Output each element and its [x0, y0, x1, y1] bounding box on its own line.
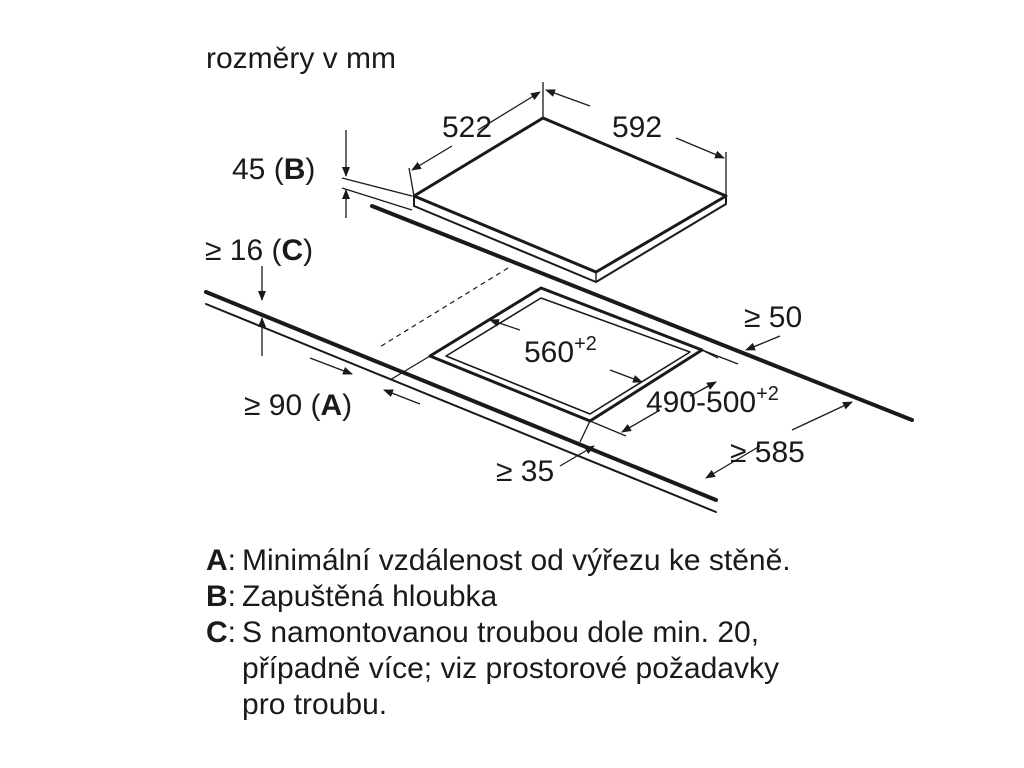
back-distance-label: ≥ 50 [744, 301, 802, 334]
dim-wall-distance [309, 355, 431, 405]
dim-cutout-width [489, 319, 643, 383]
legend-item-c: C: S namontovanou troubou dole min. 20, … [206, 615, 906, 723]
legend: A: Minimální vzdálenost od výřezu ke stě… [206, 543, 906, 723]
legend-item-a: A: Minimální vzdálenost od výřezu ke stě… [206, 543, 906, 579]
hob-depth-label: 522 [442, 111, 492, 144]
cutout-width-label: 560+2 [524, 333, 597, 369]
legend-text: Zapuštěná hloubka [242, 580, 498, 613]
legend-separator: : [227, 580, 237, 613]
worktop-depth-label: ≥ 585 [730, 436, 805, 469]
worktop-thickness-key: C [282, 234, 304, 267]
legend-text: S namontovanou troubou dole min. 20, pří… [242, 616, 779, 721]
hob-width-label: 592 [612, 111, 662, 144]
legend-separator: : [227, 544, 237, 577]
dim-hob-depth [408, 82, 544, 197]
worktop [204, 204, 914, 513]
recess-key: B [284, 153, 306, 186]
dim-worktop-depth [705, 401, 853, 479]
front-distance-label: ≥ 35 [496, 455, 554, 488]
dim-recess-depth [341, 130, 413, 218]
legend-key: B [206, 580, 228, 613]
dim-hob-width [545, 89, 727, 196]
guide-line [377, 267, 509, 349]
legend-separator: : [227, 616, 237, 649]
wall-distance-label: ≥ 90 (A) [244, 389, 352, 422]
dim-cutout-depth [589, 349, 719, 437]
legend-key: C [206, 616, 228, 649]
dim-front-distance [559, 420, 595, 467]
cutout-depth-label: 490-500+2 [646, 383, 779, 419]
legend-text: Minimální vzdálenost od výřezu ke stěně. [242, 544, 791, 577]
legend-key: A [206, 544, 228, 577]
wall-distance-key: A [321, 389, 343, 422]
units-title: rozměry v mm [206, 42, 396, 75]
legend-item-b: B: Zapuštěná hloubka [206, 579, 906, 615]
recess-depth-label: 45 (B) [232, 153, 315, 186]
worktop-thickness-label: ≥ 16 (C) [205, 234, 313, 267]
